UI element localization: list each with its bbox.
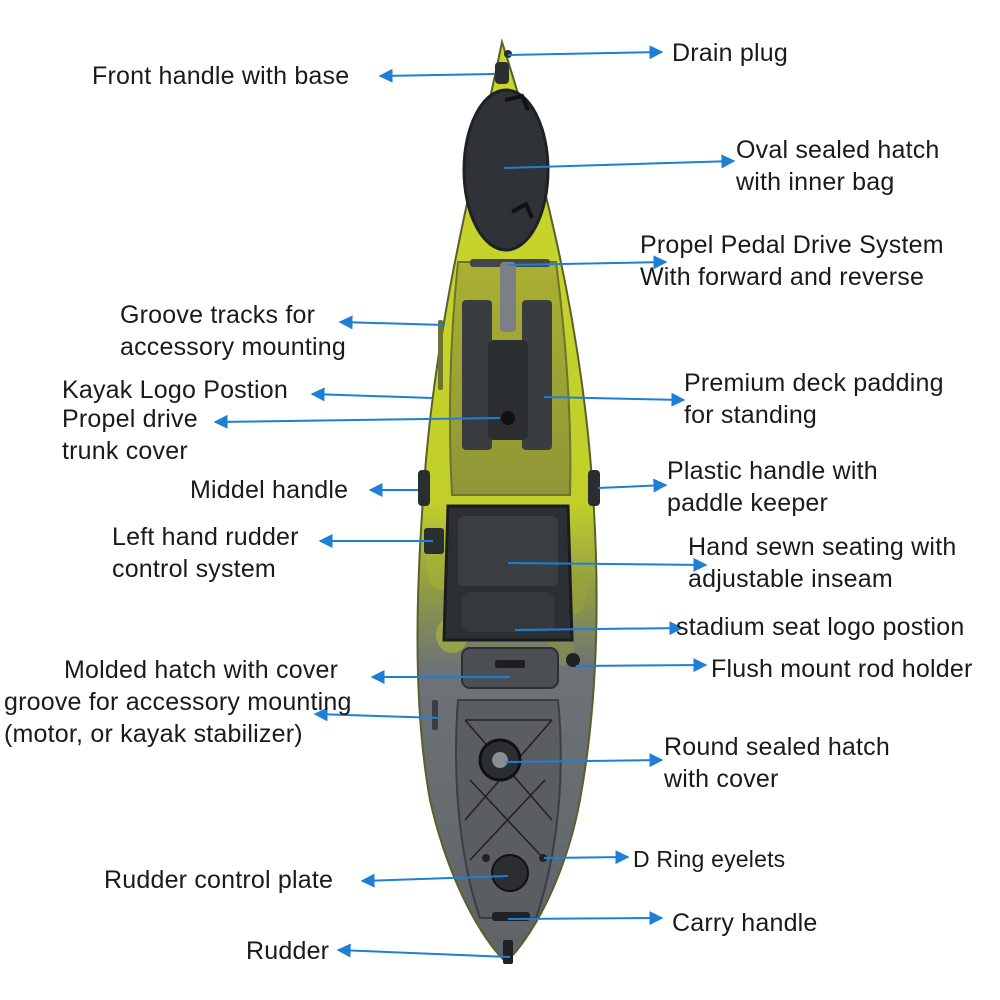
middle-handle xyxy=(418,470,430,506)
molded-hatch-latch xyxy=(495,660,525,668)
label-rod-holder: Flush mount rod holder xyxy=(711,655,973,683)
label-rudder-control: Left hand rudder control system xyxy=(112,523,299,583)
d-ring-left xyxy=(482,854,490,862)
arrow-plastic-handle xyxy=(597,478,668,493)
seat-back xyxy=(458,516,558,586)
label-seating: Hand sewn seating with adjustable inseam xyxy=(688,533,957,593)
arrow-seat-logo xyxy=(514,621,684,636)
label-front-handle: Front handle with base xyxy=(92,62,350,90)
label-middle-handle: Middel handle xyxy=(190,476,349,504)
arrow-rudder xyxy=(336,943,511,958)
label-carry-handle: Carry handle xyxy=(672,909,818,937)
round-hatch-center xyxy=(492,752,508,768)
label-molded-hatch: Molded hatch with cover xyxy=(64,656,339,684)
label-trunk-cover: Propel drive trunk cover xyxy=(62,405,198,465)
label-drain-plug: Drain plug xyxy=(672,39,788,67)
front-handle xyxy=(495,62,509,84)
groove-track-left xyxy=(438,320,443,390)
pedal-drive-column xyxy=(500,262,516,332)
arrow-deck-padding xyxy=(543,392,686,407)
seat-cushion xyxy=(462,592,554,632)
arrow-logo-position xyxy=(310,387,433,402)
arrow-rudder-plate xyxy=(360,873,509,888)
label-groove-tracks: Groove tracks for accessory mounting xyxy=(120,301,346,361)
rod-holder xyxy=(566,653,580,667)
paddle-keeper-handle xyxy=(588,470,600,506)
label-rudder: Rudder xyxy=(246,937,330,965)
rudder-blade xyxy=(503,940,513,964)
label-pedal-drive: Propel Pedal Drive System With forward a… xyxy=(640,231,944,291)
d-ring-right xyxy=(539,854,547,862)
label-d-ring: D Ring eyelets xyxy=(633,846,786,872)
rudder-control-box xyxy=(424,528,444,554)
arrow-pedal-drive xyxy=(507,255,668,270)
hatch-latch-top xyxy=(504,93,530,111)
arrow-oval-hatch xyxy=(503,154,736,169)
callout-arrows xyxy=(213,45,736,958)
label-deck-padding: Premium deck padding for standing xyxy=(684,369,944,429)
label-round-hatch: Round sealed hatch with cover xyxy=(664,733,890,793)
label-seat-logo: stadium seat logo postion xyxy=(676,613,965,641)
arrow-d-ring xyxy=(543,850,630,865)
deck-pad-left xyxy=(462,300,492,450)
deck-pad-right xyxy=(522,300,552,450)
trunk-knob xyxy=(501,411,515,425)
label-oval-hatch: Oval sealed hatch with inner bag xyxy=(736,136,940,196)
arrow-trunk-cover xyxy=(213,414,501,429)
arrow-groove-tracks xyxy=(338,315,446,330)
arrow-drain-plug xyxy=(507,45,664,60)
label-logo-position: Kayak Logo Postion xyxy=(62,376,288,404)
arrow-rear-groove xyxy=(313,707,441,722)
arrow-seating xyxy=(507,557,708,572)
rear-groove xyxy=(432,700,438,730)
arrow-carry-handle xyxy=(507,911,664,926)
label-rear-groove: groove for accessory mounting (motor, or… xyxy=(4,688,352,748)
rudder-plate xyxy=(491,854,529,892)
arrow-rod-holder xyxy=(575,658,708,673)
hatch-latch-bottom xyxy=(511,201,534,219)
arrow-front-handle xyxy=(378,68,495,83)
oval-hatch xyxy=(462,88,550,252)
label-plastic-handle: Plastic handle with paddle keeper xyxy=(667,457,878,517)
label-rudder-plate: Rudder control plate xyxy=(104,866,334,894)
trunk-cover xyxy=(488,340,528,440)
arrow-round-hatch xyxy=(505,753,664,768)
